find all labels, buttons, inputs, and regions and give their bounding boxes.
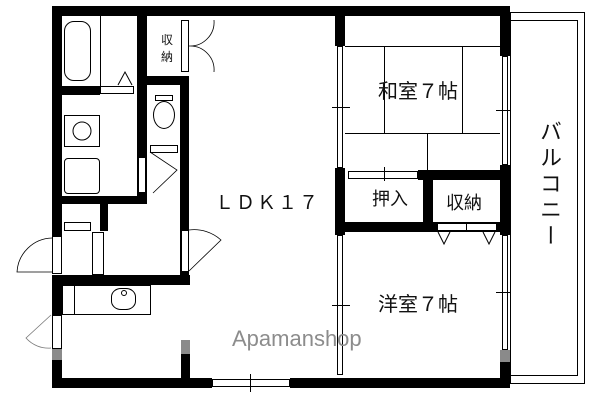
oshiire-sliding-door[interactable] <box>348 171 418 179</box>
room-label-storage-right: 収納 <box>446 193 482 214</box>
window-bottom-mullion <box>250 374 251 392</box>
room-label-youshitsu: 洋室７帖 <box>378 292 458 316</box>
sliding-door-washitsu-mullion <box>332 107 350 108</box>
window-bottom <box>212 379 290 387</box>
room-label-ldk: ＬＤＫ１７ <box>215 192 321 214</box>
kitchen-door-swing-icon <box>25 314 52 349</box>
wall-closet-top <box>418 170 510 180</box>
tatami-line-v3 <box>427 133 428 171</box>
storage-right-door-mullion <box>466 223 467 231</box>
washing-machine[interactable] <box>64 115 100 147</box>
wall-closet-bottom <box>335 222 510 232</box>
wall-corridor <box>52 275 190 285</box>
storage-door-arrow-left-icon <box>437 231 451 246</box>
wall-bath-bottom <box>52 86 100 95</box>
entrance-shoebox <box>92 232 104 275</box>
util-door <box>138 157 146 193</box>
toilet-door-swing-icon <box>149 151 178 194</box>
tatami-line-h1 <box>345 46 500 47</box>
storage-top-door-swing-icon <box>188 19 215 73</box>
storage-right-door[interactable] <box>437 223 497 231</box>
wall-storage-bottom <box>147 76 185 85</box>
storage-top-label-2: 納 <box>161 50 174 64</box>
oshiire-door-mullion <box>384 167 385 181</box>
room-label-oshiire: 押入 <box>372 189 408 210</box>
sliding-door-youshitsu-mullion <box>332 305 350 306</box>
wall-right-bottom <box>500 360 510 388</box>
washbasin-unit[interactable] <box>64 158 100 194</box>
wall-mid-closet <box>335 168 345 235</box>
bath-door-arrow-icon <box>117 70 133 86</box>
washer-drum-icon <box>72 121 92 141</box>
wall-closet-divider <box>423 170 433 230</box>
entrance-door-swing-icon <box>16 237 53 273</box>
balcony-label: バルコニー <box>536 120 561 250</box>
tatami-line-v1 <box>384 46 385 133</box>
wall-left-lower <box>52 275 62 315</box>
wall-top <box>52 6 510 16</box>
tatami-line-v2 <box>462 46 463 133</box>
entrance-step <box>64 222 91 231</box>
wall-left-bottom <box>52 357 62 387</box>
bathtub[interactable] <box>64 21 91 81</box>
wall-toilet-right <box>180 76 189 231</box>
wall-bottom-right <box>290 378 510 388</box>
wall-util-bottom <box>52 196 147 204</box>
kitchen-counter[interactable] <box>62 285 151 315</box>
balcony-inner <box>510 20 578 376</box>
tatami-line-h2 <box>345 133 500 134</box>
storage-top-door[interactable] <box>181 20 189 72</box>
wall-left-upper <box>52 6 62 236</box>
storage-door-arrow-right-icon <box>482 231 496 246</box>
toilet-door <box>150 145 178 153</box>
wall-mid-top <box>335 6 345 46</box>
ldk-column-gray <box>181 340 190 354</box>
window-left-gray <box>52 348 62 360</box>
entrance-door[interactable] <box>52 236 62 274</box>
window-right-youshitsu-mullion <box>496 292 514 293</box>
wall-bottom-left <box>52 378 212 388</box>
kitchen-sink[interactable] <box>111 288 136 310</box>
kitchen-faucet <box>121 290 127 296</box>
kitchen-counter-divider <box>74 285 75 315</box>
bath-door <box>100 86 134 94</box>
toilet-bowl[interactable] <box>153 101 175 129</box>
kitchen-window <box>52 315 62 349</box>
ldk-door-swing-icon <box>188 229 222 272</box>
wall-right-mid <box>500 165 510 235</box>
ldk-column <box>181 354 190 384</box>
watermark: Apamanshop <box>232 326 362 351</box>
room-label-washitsu: 和室７帖 <box>378 79 458 103</box>
bath-partition <box>100 16 101 86</box>
window-right-washitsu-mullion <box>496 110 514 111</box>
storage-top-label-1: 収 <box>161 33 174 47</box>
ldk-door[interactable] <box>181 230 189 272</box>
wall-entrance-top <box>100 196 108 231</box>
window-right-gray <box>500 350 510 362</box>
wall-bath-right <box>137 6 147 201</box>
toilet-tank <box>155 95 173 101</box>
wall-right-top <box>500 6 510 56</box>
